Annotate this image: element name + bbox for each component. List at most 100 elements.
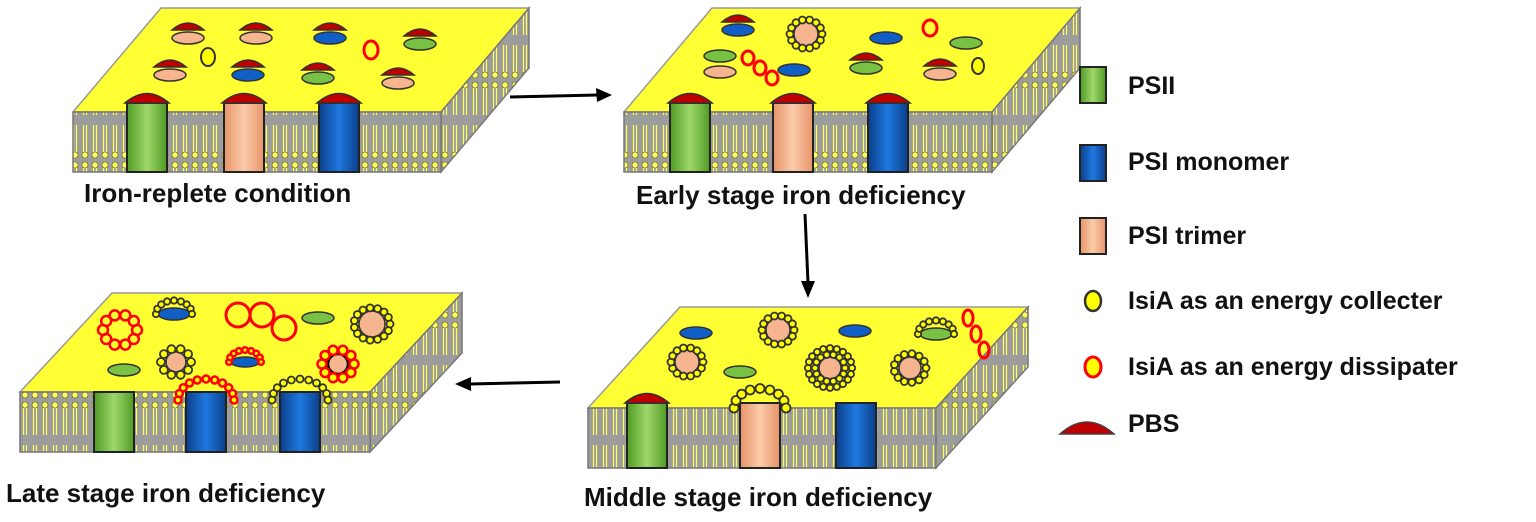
- isia-bead: [312, 378, 321, 388]
- isia-bead: [770, 311, 779, 321]
- isia-bead: [914, 351, 924, 361]
- isia-bead: [256, 357, 266, 367]
- isia-bead: [383, 312, 393, 322]
- psii-ellipse: [403, 37, 437, 51]
- isia-bead: [780, 402, 792, 414]
- isia-bead: [304, 375, 314, 385]
- legend-psi-monomer-label: PSI monomer: [1128, 148, 1290, 176]
- isia-bead: [383, 326, 393, 336]
- isia-bead: [183, 364, 194, 375]
- psi-trimer-isia-double-ring: [803, 344, 857, 392]
- legend-isia-collector-label: IsiA as an energy collecter: [1128, 287, 1443, 315]
- pbs-cap: [300, 62, 336, 71]
- isia-bead: [192, 375, 203, 385]
- isia-collector-arc: [728, 383, 792, 414]
- isia-bead: [893, 354, 903, 363]
- psi-monomer-ellipse: [679, 326, 713, 340]
- isia-bead: [268, 389, 278, 398]
- isia-bead: [825, 344, 835, 353]
- isia-dissipator-ring: [96, 309, 144, 351]
- isia-bead: [365, 335, 375, 345]
- isia-bead: [358, 333, 368, 343]
- psii-ellipse: [703, 49, 737, 63]
- psii-protein: [669, 102, 711, 173]
- isia-bead: [217, 378, 228, 388]
- psi-trimer-protein: [772, 102, 814, 173]
- isia-bead: [838, 347, 848, 357]
- psii-ellipse: [723, 365, 757, 379]
- pbs-cap: [720, 14, 756, 23]
- isia-bead: [108, 338, 121, 351]
- isia-bead: [914, 375, 924, 385]
- psi-trimer-isia-ring: [349, 303, 395, 345]
- psii-ellipse: [107, 363, 141, 377]
- isia-bead: [805, 43, 814, 53]
- isia-bead: [127, 314, 141, 328]
- isia-dissipator-large: [224, 301, 298, 342]
- legend-psi-monomer-icon: [1079, 144, 1107, 182]
- isia-dissipator-arc: [173, 374, 239, 405]
- psii-ellipse: [301, 71, 335, 85]
- isia-bead: [169, 296, 179, 305]
- isia-bead: [379, 331, 389, 341]
- pbs-cap: [863, 92, 913, 104]
- psi-trimer-isia-mixed-ring: [156, 344, 196, 380]
- isia-bead: [919, 370, 929, 380]
- pbs-cap: [922, 58, 958, 67]
- panel-middle: [586, 305, 1030, 470]
- pbs-cap: [230, 59, 266, 68]
- psi-trimer-ellipse: [153, 68, 187, 82]
- caption-late-stage: Late stage iron deficiency: [6, 478, 326, 508]
- psi-trimer-ellipse: [923, 67, 957, 81]
- isia-bead: [777, 339, 786, 349]
- isia-bead: [358, 305, 368, 315]
- psi-monomer-protein: [185, 391, 227, 453]
- psi-monomer-ellipse: [231, 68, 265, 82]
- isia-bead: [686, 371, 695, 381]
- isia-bead: [166, 344, 177, 355]
- psi-trimer-ellipse: [381, 76, 415, 90]
- isia-bead: [166, 369, 177, 380]
- psi-monomer-ellipse: [869, 31, 903, 45]
- isia-bead: [798, 15, 807, 25]
- isia-bead: [819, 345, 828, 354]
- psi-monomer-protein: [314, 92, 364, 173]
- isia-dissipator-chain: [961, 308, 991, 360]
- legend-pbs-icon: [1058, 421, 1116, 435]
- isia-bead: [319, 349, 331, 362]
- isia-bead: [825, 383, 835, 392]
- isia-bead: [187, 309, 197, 319]
- isia-bead: [816, 23, 825, 33]
- legend-isia-dissipator-icon: [1083, 355, 1103, 379]
- isia-collector: [971, 57, 985, 75]
- isia-bead: [812, 379, 822, 389]
- arrow-replete-to-early: [509, 88, 612, 102]
- isia-bead: [158, 364, 169, 375]
- isia-bead: [931, 316, 941, 325]
- isia-bead: [345, 366, 357, 379]
- pbs-cap: [170, 22, 206, 31]
- pbs-on-psii: [622, 392, 672, 404]
- psii-protein: [126, 102, 168, 173]
- isia-bead: [175, 369, 186, 380]
- psi-trimer-isia-ring: [890, 349, 931, 387]
- isia-bead: [186, 357, 196, 367]
- caption-early-stage: Early stage iron deficiency: [636, 180, 966, 210]
- isia-bead: [744, 384, 756, 396]
- panel-early: [622, 5, 1082, 175]
- psii-ellipse: [301, 311, 335, 325]
- isia-bead: [295, 374, 305, 384]
- psii-protein: [93, 391, 135, 453]
- isia-bead: [156, 357, 166, 367]
- caption-middle-stage: Middle stage iron deficiency: [584, 482, 933, 512]
- isia-bead: [327, 371, 339, 384]
- isia-bead: [754, 383, 766, 394]
- legend-psi-trimer-label: PSI trimer: [1128, 222, 1247, 250]
- psi-trimer-isia-ring: [785, 15, 827, 53]
- isia-bead: [907, 377, 917, 387]
- isia-bead: [201, 374, 211, 384]
- pbs-cap: [402, 28, 438, 37]
- pbs-cap: [768, 92, 818, 104]
- isia-collector-arc: [267, 374, 333, 405]
- pbs-cap: [848, 52, 884, 61]
